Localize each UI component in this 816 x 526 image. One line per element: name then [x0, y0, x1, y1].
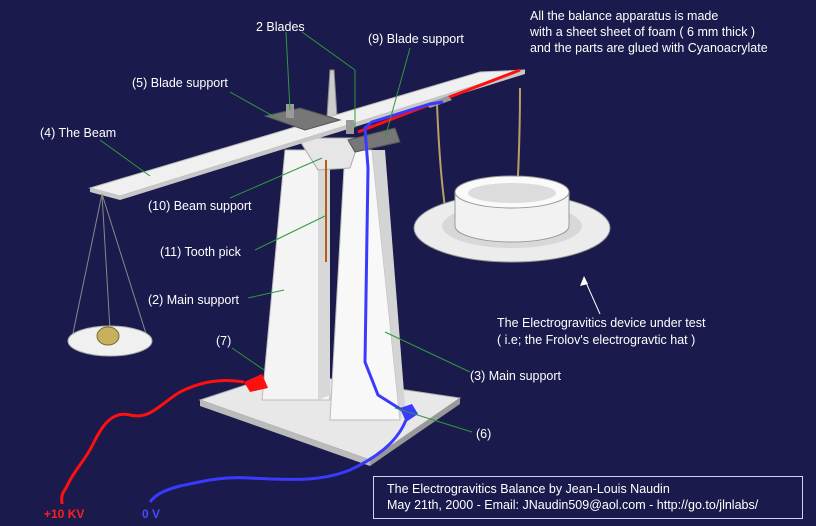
left-pan-string-1 — [71, 193, 103, 339]
label-voltage-positive: +10 KV — [44, 507, 84, 521]
leader-blade-support-5 — [229, 91, 281, 121]
label-beam-support: (10) Beam support — [148, 199, 252, 213]
base-plate-edge — [200, 400, 370, 466]
leader-blade-support-9 — [384, 47, 411, 139]
leader-part-6 — [394, 407, 473, 433]
leader-main-support-2 — [247, 289, 285, 299]
label-voltage-zero: 0 V — [142, 507, 160, 521]
label-part-7: (7) — [216, 334, 231, 348]
wire-ground-cable — [148, 419, 408, 503]
label-blades: 2 Blades — [256, 20, 305, 34]
blade-support-right — [347, 127, 401, 153]
connector-6 — [400, 404, 418, 422]
label-tooth-pick: (11) Tooth pick — [160, 245, 242, 259]
leader-blades-2 — [301, 31, 356, 71]
credits-line1: The Electrogravitics Balance by Jean-Lou… — [387, 482, 670, 496]
header-note-line2: with a sheet sheet of foam ( 6 mm thick … — [529, 25, 755, 39]
main-support-left-side — [318, 150, 330, 400]
leader-device-arrowhead — [580, 276, 588, 286]
label-beam: (4) The Beam — [40, 126, 116, 140]
connector-7 — [244, 374, 268, 392]
left-pan-string-3 — [101, 193, 111, 331]
leader-tooth-pick — [254, 215, 326, 251]
label-device-line2: ( i.e; the Frolov's electrogravtic hat ) — [497, 333, 695, 347]
leader-blades-1 — [285, 31, 291, 111]
leader-part-7 — [231, 347, 265, 371]
blade-right — [346, 120, 354, 134]
leader-beam-support — [229, 157, 323, 199]
leader-beam — [99, 139, 151, 177]
label-blade-support-5: (5) Blade support — [132, 76, 228, 90]
device-hat-hole — [468, 183, 556, 203]
header-note-line1: All the balance apparatus is made — [530, 9, 718, 23]
leader-main-support-3 — [384, 331, 471, 373]
label-blade-support-9: (9) Blade support — [368, 32, 464, 46]
blade-left — [286, 104, 294, 118]
wire-positive-cable — [60, 378, 245, 505]
label-main-support-3: (3) Main support — [470, 369, 562, 383]
label-device-line1: The Electrogravitics device under test — [497, 316, 706, 330]
base-plate-edge-right — [370, 398, 460, 466]
label-part-6: (6) — [476, 427, 491, 441]
left-pan-string-2 — [101, 193, 149, 341]
coins-stack — [96, 326, 120, 346]
credits-box: The Electrogravitics Balance by Jean-Lou… — [373, 476, 803, 519]
wire-ground-support — [363, 100, 444, 414]
label-main-support-2: (2) Main support — [148, 293, 240, 307]
credits-line2: May 21th, 2000 - Email: JNaudin509@aol.c… — [387, 498, 759, 512]
main-support-right-side — [372, 150, 405, 420]
header-note-line3: and the parts are glued with Cyanoacryla… — [530, 41, 768, 55]
